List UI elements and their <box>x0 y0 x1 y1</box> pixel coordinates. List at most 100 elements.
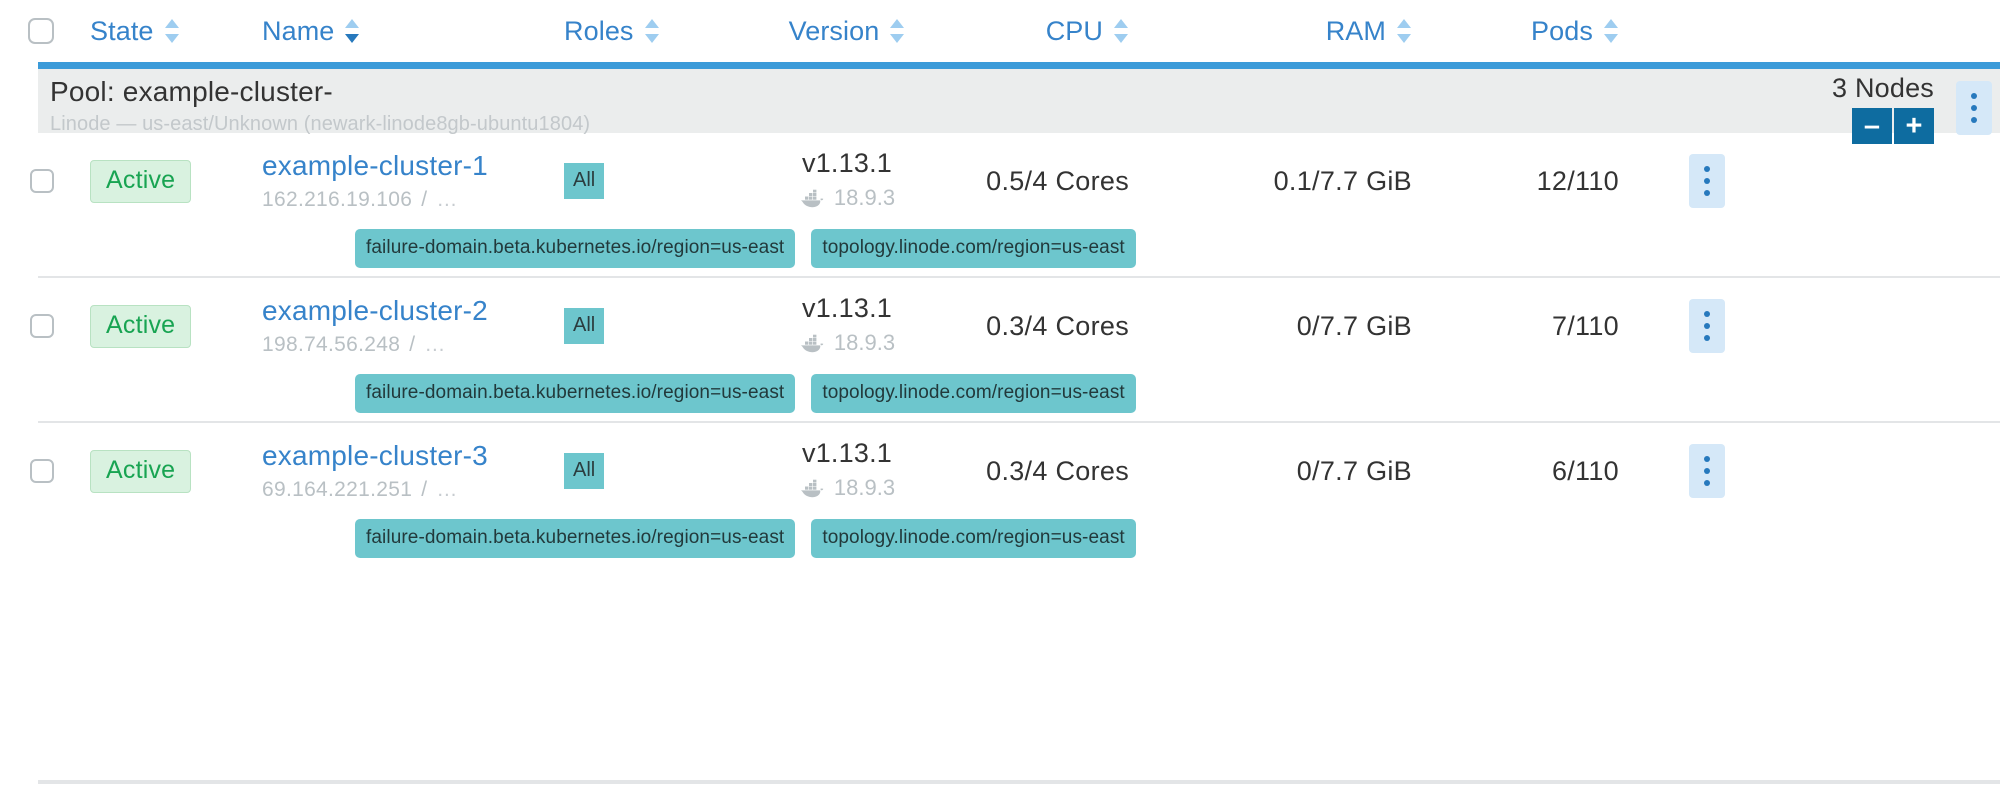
container-runtime: 18.9.3 <box>799 475 895 501</box>
node-name-link[interactable]: example-cluster-1 <box>262 149 488 181</box>
node-ip-more[interactable]: … <box>424 333 447 357</box>
node-pods-cell: 12/110 <box>1462 166 1677 197</box>
status-badge: Active <box>90 449 192 493</box>
node-pods-cell: 7/110 <box>1462 311 1677 342</box>
node-version-cell: v1.13.1 18.9.3 <box>737 439 957 502</box>
label-chip[interactable]: failure-domain.beta.kubernetes.io/region… <box>355 229 796 268</box>
runtime-version: 18.9.3 <box>833 185 896 211</box>
sort-arrows-icon[interactable] <box>1397 18 1412 44</box>
row-select-cell <box>0 314 62 338</box>
status-badge: Active <box>90 304 192 348</box>
label-chip[interactable]: topology.linode.com/region=us-east <box>811 374 1136 413</box>
node-cpu-cell: 0.3/4 Cores <box>957 311 1187 342</box>
node-labels: failure-domain.beta.kubernetes.io/region… <box>0 519 2000 566</box>
node-ram-cell: 0/7.7 GiB <box>1187 456 1462 487</box>
column-header-version[interactable]: Version <box>737 16 957 47</box>
node-ip-more[interactable]: … <box>436 188 459 212</box>
column-header-ram[interactable]: RAM <box>1187 16 1462 47</box>
table-header-row: State Name Roles Version CPU <box>0 0 2000 62</box>
cpu-value: 0.3/4 Cores <box>986 455 1129 486</box>
node-ip-row: 198.74.56.248 / … <box>262 333 522 357</box>
ram-value: 0/7.7 GiB <box>1296 310 1412 341</box>
sort-arrows-icon[interactable] <box>1604 18 1619 44</box>
sort-arrows-icon[interactable] <box>164 18 180 44</box>
node-labels: failure-domain.beta.kubernetes.io/region… <box>0 229 2000 276</box>
select-all-checkbox[interactable] <box>28 18 54 44</box>
column-header-pods[interactable]: Pods <box>1462 16 1677 47</box>
cpu-value: 0.3/4 Cores <box>986 310 1129 341</box>
node-cpu-cell: 0.5/4 Cores <box>957 166 1187 197</box>
pool-info: Pool: example-cluster- Linode — us-east/… <box>38 69 590 136</box>
node-name-cell: example-cluster-3 69.164.221.251/… <box>222 440 522 502</box>
row-select-cell <box>0 459 62 483</box>
sort-arrows-icon[interactable] <box>1114 18 1129 44</box>
role-badge: All <box>564 453 605 489</box>
node-roles-cell: All <box>522 163 737 199</box>
node-ip-row: 69.164.221.251/… <box>262 478 522 502</box>
pool-header: Pool: example-cluster- Linode — us-east/… <box>38 69 2000 144</box>
ram-value: 0/7.7 GiB <box>1296 455 1412 486</box>
row-select-cell <box>0 169 62 193</box>
column-header-cpu[interactable]: CPU <box>957 16 1187 47</box>
row-checkbox[interactable] <box>30 169 54 193</box>
node-ram-cell: 0.1/7.7 GiB <box>1187 166 1462 197</box>
row-kebab-menu-icon[interactable] <box>1689 299 1725 353</box>
row-kebab-menu-icon[interactable] <box>1689 154 1725 208</box>
kubernetes-version: v1.13.1 <box>802 293 892 324</box>
node-ip-row: 162.216.19.106/… <box>262 188 522 212</box>
node-labels: failure-domain.beta.kubernetes.io/region… <box>0 374 2000 421</box>
row-menu-cell <box>1677 444 1737 498</box>
column-header-name-label: Name <box>262 15 335 46</box>
select-all-cell <box>0 18 62 44</box>
pool-title: Pool: example-cluster- <box>50 76 333 107</box>
pool-node-count: 3 Nodes <box>1832 73 1934 103</box>
node-ip: 198.74.56.248 <box>262 333 401 357</box>
docker-whale-icon <box>800 189 824 207</box>
node-state-cell: Active <box>62 159 222 203</box>
node-name-cell: example-cluster-1 162.216.19.106/… <box>222 150 522 212</box>
pool-subtitle: Linode — us-east/Unknown (newark-linode8… <box>50 113 591 136</box>
column-header-roles[interactable]: Roles <box>522 16 737 47</box>
label-chip[interactable]: failure-domain.beta.kubernetes.io/region… <box>355 374 796 413</box>
container-runtime: 18.9.3 <box>799 185 895 211</box>
column-header-roles-label: Roles <box>564 15 634 46</box>
node-state-cell: Active <box>62 304 222 348</box>
sort-arrows-icon[interactable] <box>890 18 905 44</box>
increment-nodes-button[interactable]: + <box>1894 108 1934 144</box>
role-badge: All <box>564 308 605 344</box>
node-version-cell: v1.13.1 18.9.3 <box>737 294 957 357</box>
node-ip-separator: / <box>409 333 416 357</box>
column-header-state[interactable]: State <box>62 16 222 47</box>
node-count-stepper: – + <box>1852 108 1934 144</box>
label-chip[interactable]: topology.linode.com/region=us-east <box>811 229 1136 268</box>
decrement-nodes-button[interactable]: – <box>1852 108 1892 144</box>
container-runtime: 18.9.3 <box>799 330 895 356</box>
pods-value: 12/110 <box>1536 165 1619 196</box>
sort-arrows-icon[interactable] <box>644 18 660 44</box>
node-name-link[interactable]: example-cluster-3 <box>262 439 488 471</box>
node-state-cell: Active <box>62 449 222 493</box>
label-chip[interactable]: failure-domain.beta.kubernetes.io/region… <box>355 519 796 558</box>
docker-whale-icon <box>800 334 824 352</box>
table-row: Active example-cluster-1 162.216.19.106/… <box>0 133 2000 278</box>
row-divider <box>38 276 2000 278</box>
kubernetes-version: v1.13.1 <box>802 438 892 469</box>
node-name-link[interactable]: example-cluster-2 <box>262 294 488 326</box>
row-checkbox[interactable] <box>30 459 54 483</box>
node-ip: 162.216.19.106 <box>262 188 413 212</box>
status-badge: Active <box>90 159 192 203</box>
table-bottom-divider <box>38 780 2000 784</box>
node-ip-more[interactable]: … <box>436 478 459 502</box>
role-badge: All <box>564 163 605 199</box>
label-chip[interactable]: topology.linode.com/region=us-east <box>811 519 1136 558</box>
docker-whale-icon <box>800 479 824 497</box>
column-header-name[interactable]: Name <box>222 16 522 47</box>
row-kebab-menu-icon[interactable] <box>1689 444 1725 498</box>
node-roles-cell: All <box>522 308 737 344</box>
pool-kebab-menu-icon[interactable] <box>1956 81 1992 135</box>
node-ip-separator: / <box>421 478 428 502</box>
row-menu-cell <box>1677 299 1737 353</box>
row-checkbox[interactable] <box>30 314 54 338</box>
sort-arrows-icon[interactable] <box>345 18 360 44</box>
